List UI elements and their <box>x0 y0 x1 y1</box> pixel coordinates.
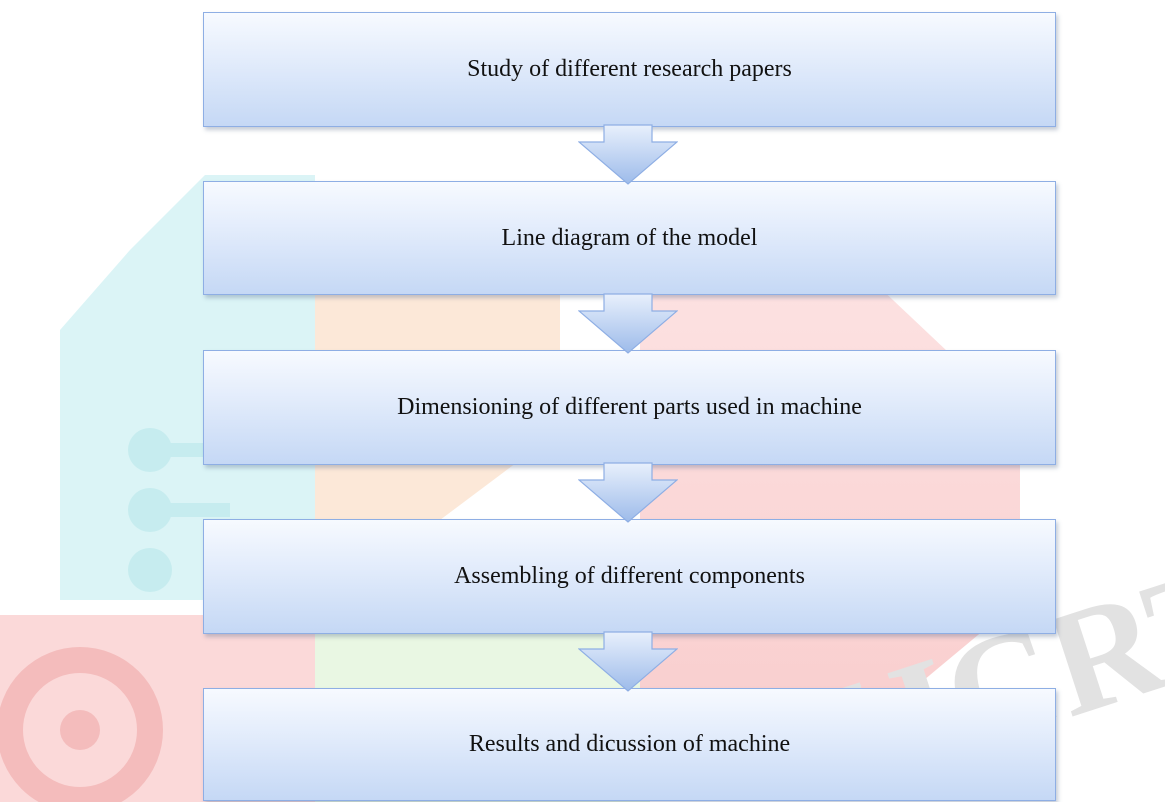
watermark-line-2 <box>150 503 230 517</box>
watermark-node-3 <box>128 548 172 592</box>
step-label-5: Results and dicussion of machine <box>468 731 791 757</box>
down-arrow-icon <box>578 462 678 523</box>
step-label-4: Assembling of different components <box>454 563 805 589</box>
step-label-3: Dimensioning of different parts used in … <box>397 394 862 420</box>
down-arrow-icon <box>578 124 678 185</box>
step-box-2: Line diagram of the model <box>203 181 1056 295</box>
step-box-3: Dimensioning of different parts used in … <box>203 350 1056 465</box>
watermark-gear-center <box>60 710 100 750</box>
step-label-2: Line diagram of the model <box>501 224 758 251</box>
down-arrow-icon <box>578 293 678 354</box>
step-box-1: Study of different research papers <box>203 12 1056 127</box>
step-label-1: Study of different research papers <box>467 56 792 82</box>
watermark-gear-icon <box>0 647 163 802</box>
step-box-5: Results and dicussion of machine <box>203 688 1056 801</box>
step-box-4: Assembling of different components <box>203 519 1056 634</box>
down-arrow-icon <box>578 631 678 692</box>
